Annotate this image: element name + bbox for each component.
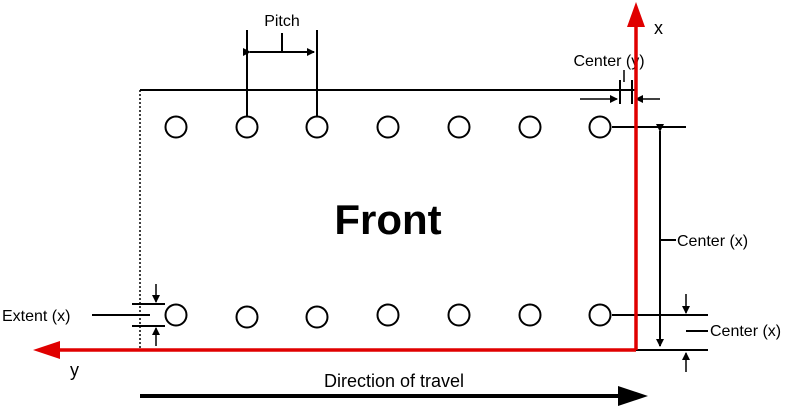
y-axis-arrowhead (33, 341, 60, 359)
hole (376, 115, 400, 139)
center-x-upper-label: Center (x) (677, 233, 748, 250)
hole (588, 303, 612, 327)
hole (518, 303, 542, 327)
hole (588, 115, 612, 139)
hole-row-top (164, 115, 612, 139)
pitch-dimension: Pitch (243, 13, 318, 116)
hole-row-bottom (164, 303, 612, 329)
hole (447, 115, 471, 139)
hole (235, 305, 259, 329)
board-outline (139, 89, 636, 350)
center-y-dimension: Center (y) (573, 53, 660, 104)
center-x-lower-label: Center (x) (710, 323, 781, 340)
center-y-label: Center (y) (573, 53, 644, 70)
hole (518, 115, 542, 139)
hole (447, 303, 471, 327)
x-axis-label: x (654, 18, 663, 38)
y-axis-label: y (70, 360, 79, 380)
hole (164, 303, 188, 327)
coordinate-axes: x y (33, 2, 663, 380)
hole (305, 115, 329, 139)
center-x-upper-dimension: Center (x) (656, 124, 748, 347)
center-x-lower-dimension: Center (x) (682, 294, 781, 372)
hole (235, 115, 259, 139)
hole (164, 115, 188, 139)
extent-x-dimension: Extent (x) (2, 284, 165, 346)
hole (305, 305, 329, 329)
direction-of-travel-label: Direction of travel (324, 371, 464, 391)
hole (376, 303, 400, 327)
direction-of-travel: Direction of travel (140, 371, 648, 406)
pitch-label: Pitch (264, 13, 300, 30)
direction-arrow-icon (618, 386, 648, 406)
x-axis-arrowhead (627, 2, 645, 27)
extent-x-label: Extent (x) (2, 308, 70, 325)
board-label: Front (334, 196, 441, 243)
